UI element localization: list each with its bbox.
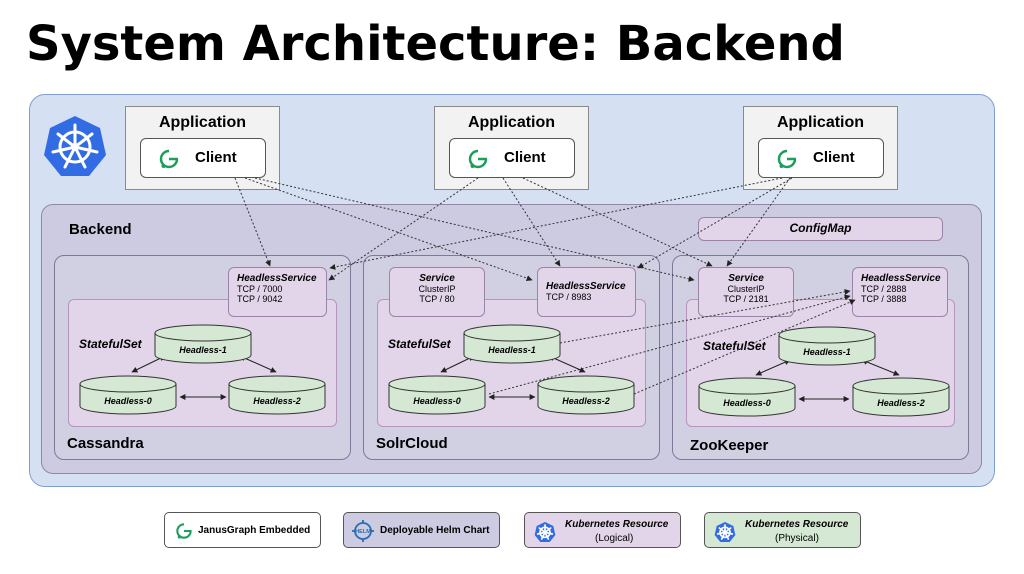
- pod-label: Headless-2: [877, 398, 925, 408]
- page-title: System Architecture: Backend: [26, 16, 845, 72]
- service-type: ClusterIP: [418, 284, 456, 294]
- statefulset-label: StatefulSet: [79, 337, 142, 351]
- cassandra-label: Cassandra: [67, 435, 144, 452]
- application-title: Application: [776, 114, 865, 131]
- service-port: TCP / 80: [419, 294, 455, 304]
- pod-label: Headless-0: [723, 398, 771, 408]
- client-label: Client: [195, 149, 237, 166]
- helm-icon: HELM: [352, 520, 374, 542]
- zookeeper-service: Service ClusterIP TCP / 2181: [698, 267, 794, 317]
- configmap-box: ConfigMap: [698, 217, 943, 241]
- legend-k8s-logical: Kubernetes Resource (Logical): [524, 512, 681, 548]
- pod-cylinder: Headless-0: [79, 375, 177, 415]
- connection-line: [254, 177, 695, 282]
- pod-cylinder: Headless-1: [463, 324, 561, 364]
- service-name: HeadlessService: [861, 273, 941, 284]
- janusgraph-icon: [468, 149, 488, 169]
- client-label: Client: [504, 149, 546, 166]
- cassandra-headless-service: HeadlessService TCP / 7000 TCP / 9042: [228, 267, 327, 317]
- service-port: TCP / 2181: [723, 294, 769, 304]
- connection-line: [726, 177, 791, 267]
- connection-line: [329, 177, 783, 270]
- service-name: HeadlessService: [546, 281, 626, 292]
- configmap-label: ConfigMap: [789, 221, 852, 235]
- pod-label: Headless-2: [562, 396, 610, 406]
- service-port: TCP / 2888: [861, 284, 907, 294]
- janusgraph-icon: [159, 149, 179, 169]
- service-port: TCP / 7000: [237, 284, 283, 294]
- connection-line: [502, 177, 561, 267]
- janusgraph-icon: [777, 149, 797, 169]
- service-port: TCP / 3888: [861, 294, 907, 304]
- legend-label: JanusGraph Embedded: [198, 525, 311, 536]
- service-type: ClusterIP: [727, 284, 765, 294]
- legend-sublabel: (Physical): [775, 533, 819, 544]
- connection-line: [637, 177, 793, 269]
- kubernetes-icon: [534, 522, 556, 542]
- janusgraph-icon: [176, 523, 192, 539]
- kubernetes-icon: [44, 116, 106, 176]
- backend-label: Backend: [69, 221, 132, 238]
- cassandra-pods: Headless-1 Headless-0 Headless-2: [79, 324, 326, 415]
- pod-label: Headless-1: [803, 347, 851, 357]
- pod-label: Headless-1: [179, 345, 227, 355]
- legend-k8s-physical: Kubernetes Resource (Physical): [704, 512, 861, 548]
- pod-cylinder: Headless-1: [778, 326, 876, 366]
- connection-line: [522, 177, 713, 267]
- application-box-2: Application Client: [434, 106, 589, 190]
- client-box: Client: [758, 138, 884, 178]
- client-box: Client: [140, 138, 266, 178]
- solrcloud-headless-service: HeadlessService TCP / 8983: [537, 267, 636, 317]
- pod-label: Headless-1: [488, 345, 536, 355]
- pod-cylinder: Headless-0: [388, 375, 486, 415]
- solrcloud-service: Service ClusterIP TCP / 80: [389, 267, 485, 317]
- statefulset-label: StatefulSet: [388, 337, 451, 351]
- connection-line: [633, 299, 856, 395]
- solrcloud-label: SolrCloud: [376, 435, 448, 452]
- pod-cylinder: Headless-2: [537, 375, 635, 415]
- pod-label: Headless-0: [104, 396, 152, 406]
- solrcloud-pods: Headless-1 Headless-0 Headless-2: [388, 324, 635, 415]
- zookeeper-pods: Headless-1 Headless-0 Headless-2: [698, 326, 950, 417]
- pod-cylinder: Headless-1: [154, 324, 252, 364]
- legend-label: Deployable Helm Chart: [380, 525, 490, 536]
- application-title: Application: [467, 114, 556, 131]
- connection-line: [559, 289, 851, 344]
- legend-helm-chart: HELM Deployable Helm Chart: [343, 512, 500, 548]
- statefulset-label: StatefulSet: [703, 339, 766, 353]
- kubernetes-icon: [714, 522, 736, 542]
- connection-line: [234, 177, 271, 267]
- pod-cylinder: Headless-2: [852, 377, 950, 417]
- application-title: Application: [158, 114, 247, 131]
- service-port: TCP / 8983: [546, 292, 592, 302]
- client-box: Client: [449, 138, 575, 178]
- connection-line: [328, 177, 479, 281]
- pod-label: Headless-0: [413, 396, 461, 406]
- connection-line: [244, 177, 533, 282]
- helm-icon-label: HELM: [355, 529, 371, 535]
- pod-cylinder: Headless-0: [698, 377, 796, 417]
- legend-label: Kubernetes Resource: [745, 519, 849, 530]
- client-label: Client: [813, 149, 855, 166]
- legend-label: Kubernetes Resource: [565, 519, 669, 530]
- zookeeper-headless-service: HeadlessService TCP / 2888 TCP / 3888: [852, 267, 948, 317]
- pod-label: Headless-2: [253, 396, 301, 406]
- zookeeper-label: ZooKeeper: [690, 437, 769, 454]
- application-box-3: Application Client: [743, 106, 898, 190]
- service-port: TCP / 9042: [237, 294, 283, 304]
- application-box-1: Application Client: [125, 106, 280, 190]
- legend-janusgraph: JanusGraph Embedded: [164, 512, 321, 548]
- pod-cylinder: Headless-2: [228, 375, 326, 415]
- service-name: Service: [728, 273, 764, 284]
- service-name: Service: [419, 273, 455, 284]
- service-name: HeadlessService: [237, 273, 317, 284]
- legend-sublabel: (Logical): [595, 533, 634, 544]
